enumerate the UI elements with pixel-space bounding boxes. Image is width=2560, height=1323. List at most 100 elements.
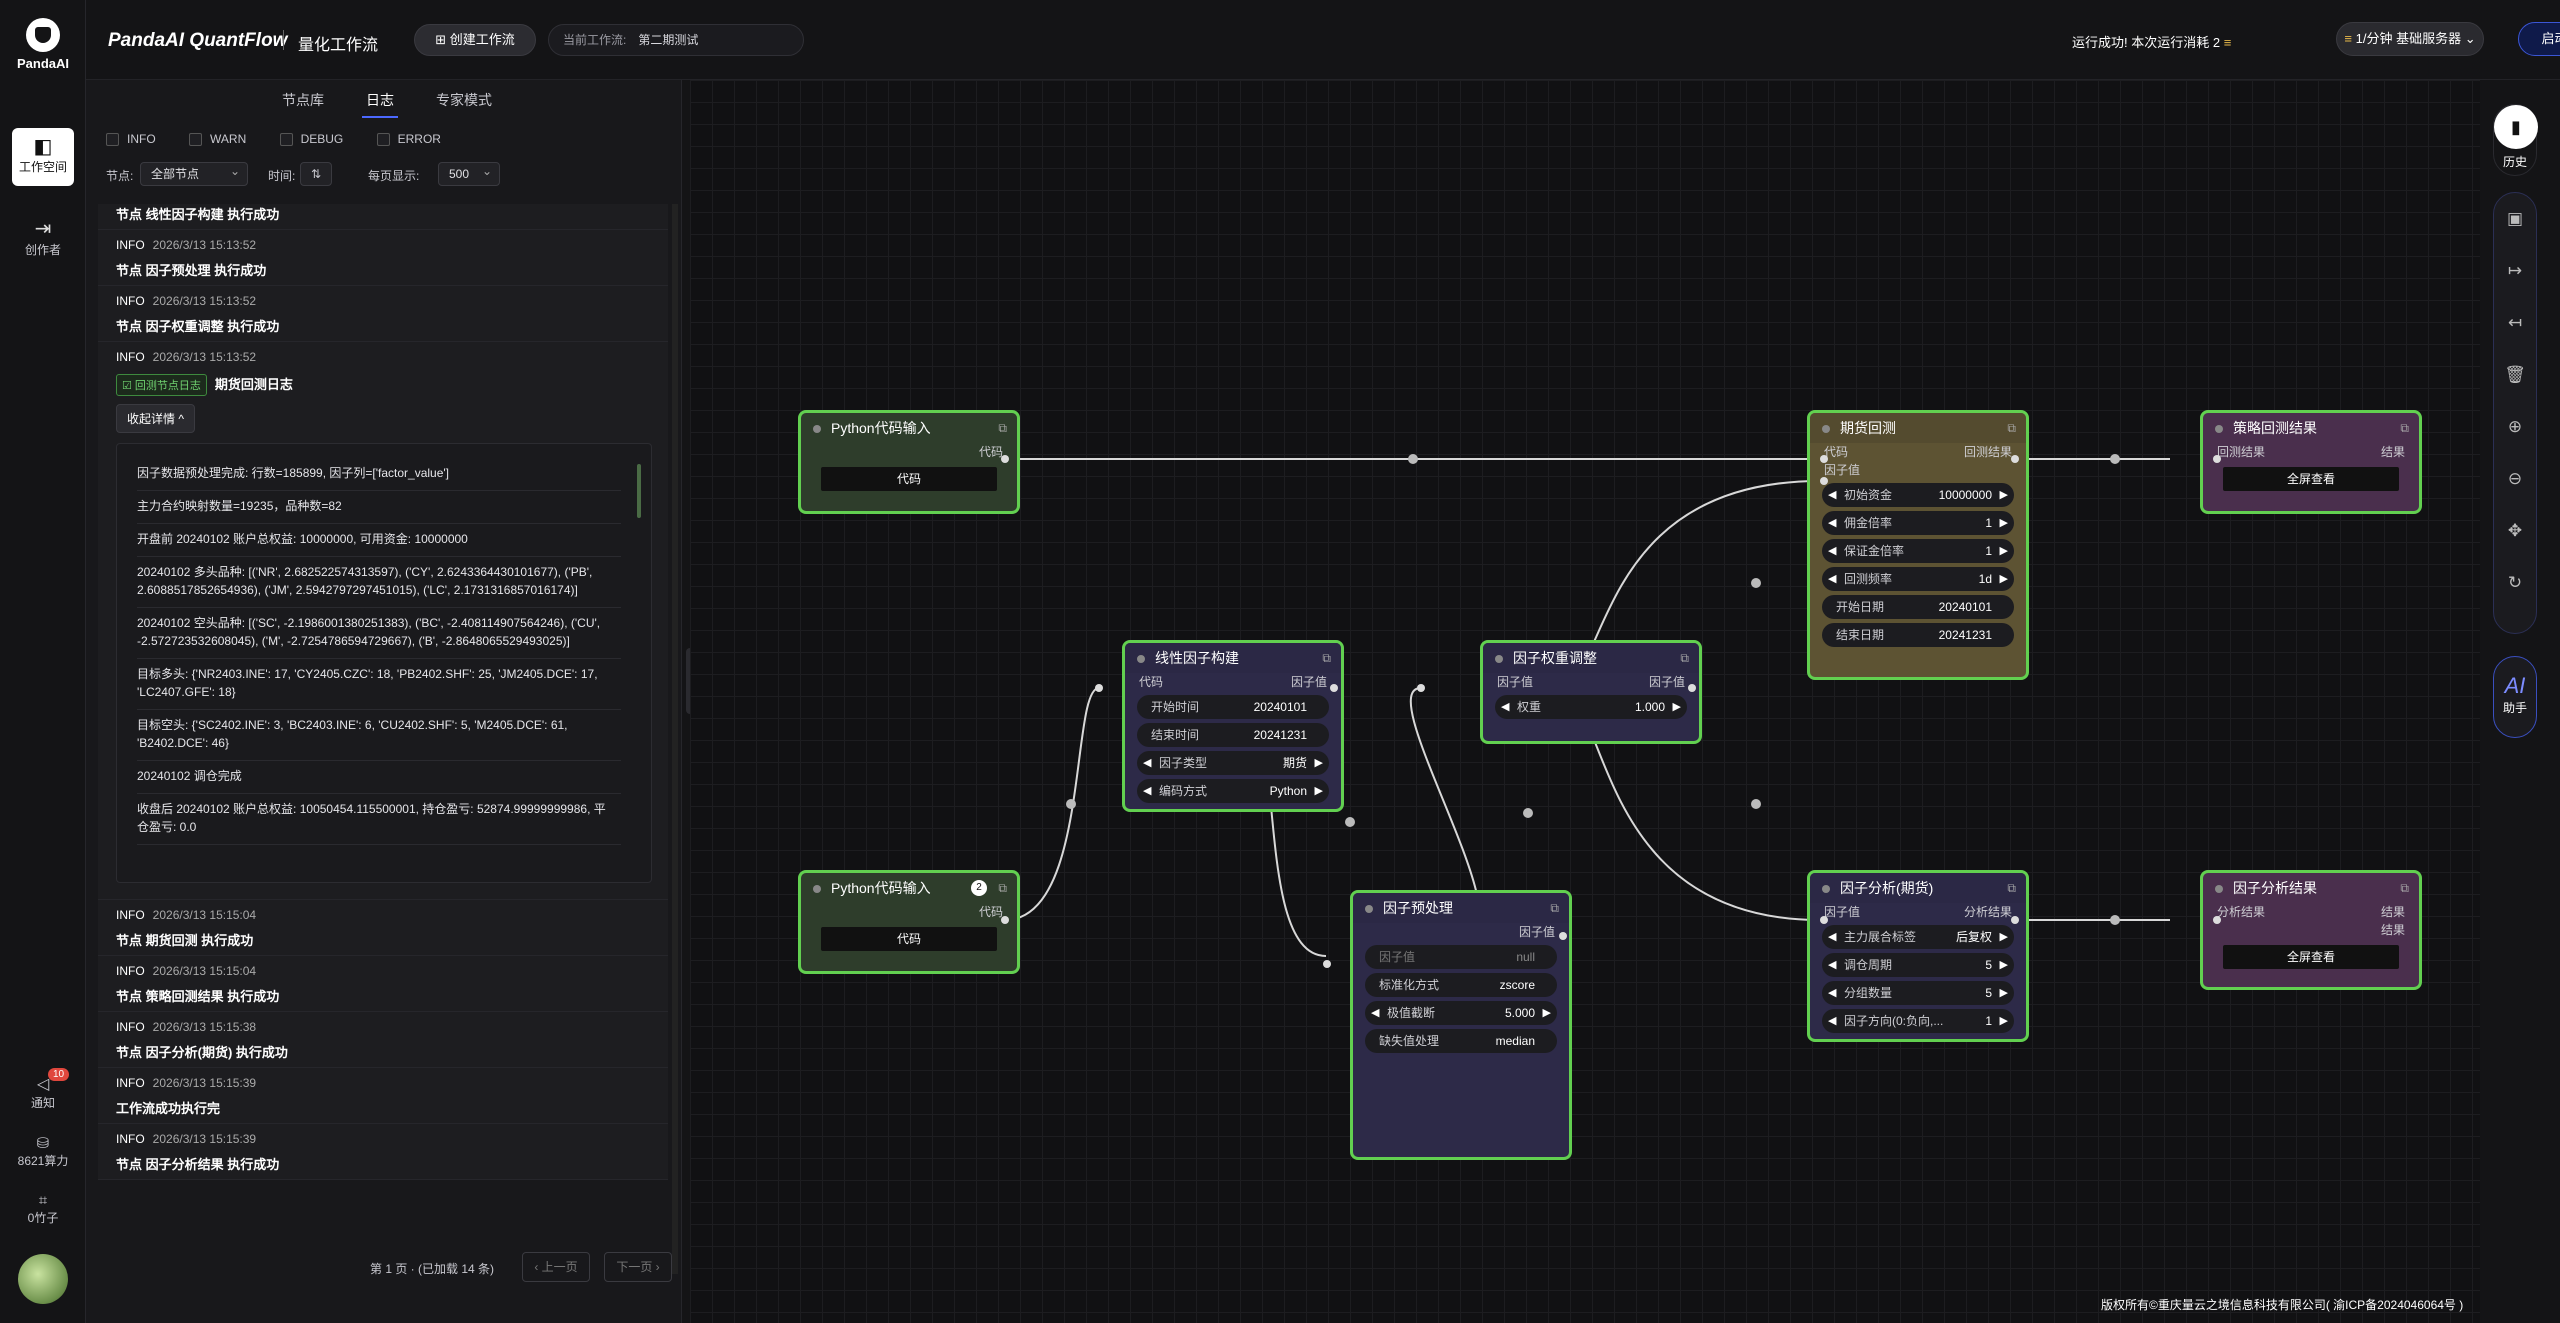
field-label: 保证金倍率 (1844, 544, 1905, 558)
current-workflow-field[interactable]: 当前工作流:第二期测试 (548, 24, 804, 56)
bamboo-button[interactable]: ⌗ 0竹子 (12, 1192, 74, 1226)
count-badge: 2 (971, 880, 987, 896)
output-port[interactable] (2011, 916, 2019, 924)
input-port[interactable] (1820, 477, 1828, 485)
edit-icon[interactable]: ⧉ (2007, 421, 2016, 435)
input-port[interactable] (1417, 684, 1425, 692)
scrollbar[interactable] (637, 464, 641, 518)
tab-logs[interactable]: 日志 (362, 92, 398, 118)
filter-warn[interactable]: WARN (189, 132, 246, 147)
move-icon[interactable]: ✥ (2507, 521, 2523, 540)
compute-button[interactable]: ⛁ 8621算力 (12, 1134, 74, 1169)
output-port[interactable] (2011, 455, 2019, 463)
input-port[interactable] (2213, 916, 2221, 924)
import-icon[interactable]: ↤ (2507, 313, 2523, 332)
server-select[interactable]: ≡ 1/分钟 基础服务器 ⌄ (2336, 22, 2484, 56)
bamboo-icon: ⌗ (38, 1192, 48, 1209)
export-icon[interactable]: ↦ (2507, 261, 2523, 280)
node-filter-select[interactable]: 全部节点 (140, 160, 248, 186)
edit-icon[interactable]: ⧉ (1322, 651, 1331, 665)
save-icon[interactable]: ▣ (2506, 209, 2524, 228)
tab-expert-mode[interactable]: 专家模式 (436, 92, 492, 108)
direction-stepper[interactable]: 因子方向(0:负向,...1 (1822, 1009, 2014, 1033)
workspace-button[interactable]: ◧ 工作空间 (12, 128, 74, 186)
output-port[interactable] (1688, 684, 1696, 692)
tab-node-library[interactable]: 节点库 (282, 92, 324, 108)
output-port[interactable] (1001, 916, 1009, 924)
fold-details-button[interactable]: 收起详情 ^ (116, 404, 195, 433)
edit-icon[interactable]: ⧉ (998, 881, 1007, 895)
input-port[interactable] (1095, 684, 1103, 692)
refresh-icon[interactable]: ↻ (2507, 573, 2523, 592)
edit-icon[interactable]: ⧉ (1550, 901, 1559, 915)
prev-page-button[interactable]: ‹ 上一页 (522, 1252, 590, 1282)
input-port[interactable] (1323, 960, 1331, 968)
filter-debug[interactable]: DEBUG (279, 132, 343, 147)
start-workflow-button[interactable]: 启动工作流 (2518, 22, 2560, 56)
filter-error[interactable]: ERROR (376, 132, 441, 147)
page-size-select[interactable]: 500 (438, 160, 500, 186)
input-port[interactable] (2213, 455, 2221, 463)
output-port[interactable] (1001, 455, 1009, 463)
ai-assistant-button[interactable]: AI 助手 (2493, 656, 2537, 738)
input-port[interactable] (1820, 916, 1828, 924)
zoom-out-icon[interactable]: ⊖ (2507, 469, 2523, 488)
zoom-in-icon[interactable]: ⊕ (2507, 417, 2523, 436)
filter-info[interactable]: INFO (106, 132, 156, 147)
output-port[interactable] (1559, 932, 1567, 940)
code-button[interactable]: 代码 (821, 927, 997, 951)
input-port[interactable] (1820, 455, 1828, 463)
edit-icon[interactable]: ⧉ (1680, 651, 1689, 665)
fullscreen-button[interactable]: 全屏查看 (2223, 945, 2399, 969)
node-backtest-result[interactable]: 策略回测结果⧉ 回测结果结果 全屏查看 (2200, 410, 2422, 514)
history-label: 历史 (2502, 155, 2527, 169)
edit-icon[interactable]: ⧉ (998, 421, 1007, 435)
weight-stepper[interactable]: 权重1.000 (1495, 695, 1687, 719)
code-button[interactable]: 代码 (821, 467, 997, 491)
delete-icon[interactable]: 🗑 (2504, 365, 2526, 384)
node-header: 线性因子构建⧉ (1125, 643, 1341, 673)
log-scrollbar[interactable] (672, 204, 678, 1274)
fullscreen-button[interactable]: 全屏查看 (2223, 467, 2399, 491)
output-port[interactable] (1330, 684, 1338, 692)
node-factor-analysis-result[interactable]: 因子分析结果⧉ 分析结果结果 结果 全屏查看 (2200, 870, 2422, 990)
node-python-input-1[interactable]: Python代码输入⧉ 代码 代码 (798, 410, 1020, 514)
history-button[interactable]: ▮ 历史 (2493, 104, 2538, 176)
edit-icon[interactable]: ⧉ (2007, 881, 2016, 895)
notify-button[interactable]: ◁10 通知 (12, 1068, 74, 1111)
sort-icon[interactable]: ⇅ (300, 162, 332, 186)
edit-icon[interactable]: ⧉ (2400, 421, 2409, 435)
create-workflow-button[interactable]: ⊞ 创建工作流 (414, 24, 536, 56)
next-page-button[interactable]: 下一页 › (604, 1252, 672, 1282)
field-label: 极值截断 (1387, 1006, 1436, 1020)
logo[interactable]: PandaAI (0, 18, 86, 71)
node-title: Python代码输入 (831, 420, 931, 436)
creator-button[interactable]: ⇥ 创作者 (12, 216, 74, 258)
avatar[interactable] (18, 1254, 68, 1304)
edit-icon[interactable]: ⧉ (2400, 881, 2409, 895)
